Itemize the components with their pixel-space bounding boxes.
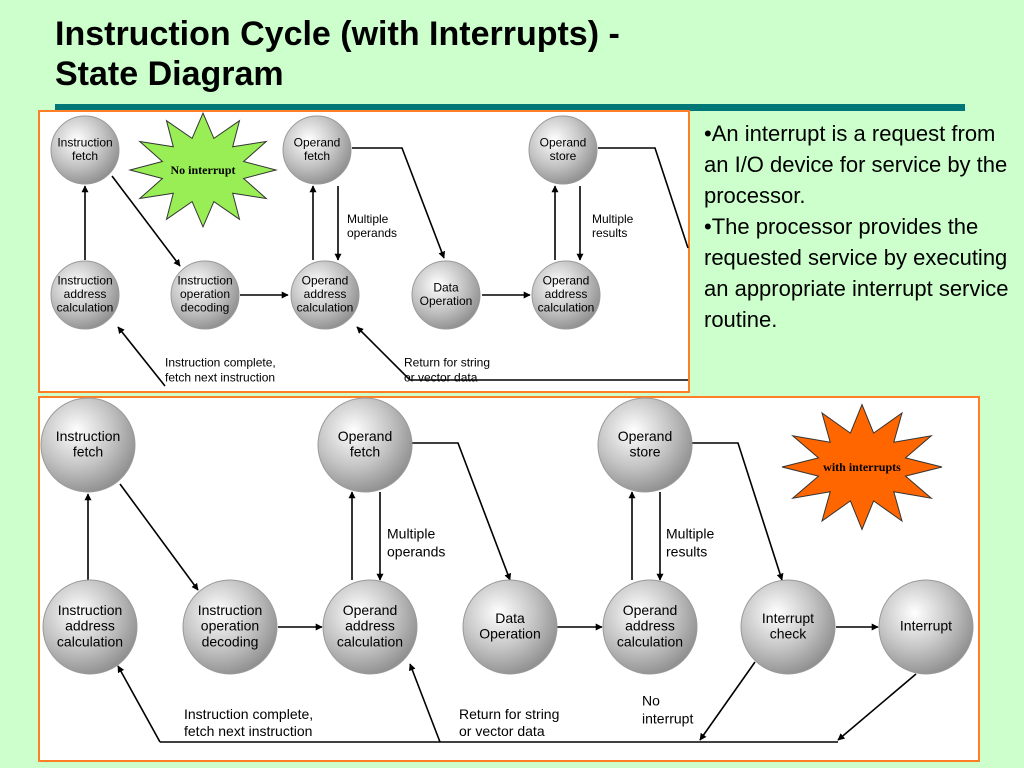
top-node-instruction-operation-decoding-circle (170, 260, 240, 330)
top-node-operand-address-calculation-1-circle (290, 260, 360, 330)
no-interrupt-burst-label: No interrupt (171, 163, 236, 177)
with-interrupts-burst-shape (781, 403, 943, 531)
bottom-node-instruction-operation-decoding-circle (182, 579, 278, 675)
no-interrupt-burst: No interrupt (128, 111, 278, 229)
with-interrupts-burst: with interrupts (781, 403, 943, 531)
top-edge-operand-store-exit (598, 147, 689, 249)
bottom-node-operand-store-circle (597, 397, 693, 493)
title-line-2: State Diagram (55, 55, 284, 93)
top-node-data-operation-circle (411, 260, 481, 330)
top-edge-operand-fetch-to-data-operation (352, 147, 446, 259)
with-interrupts-burst-label: with interrupts (823, 460, 901, 474)
bottom-label-instruction-complete: Instruction complete,fetch next instruct… (184, 706, 313, 739)
interrupt-explanation: •An interrupt is a request from an I/O d… (704, 118, 1020, 335)
bottom-node-operand-address-calculation-2-circle (602, 579, 698, 675)
top-node-operand-store-circle (528, 115, 598, 185)
bottom-node-operand-fetch-circle (317, 397, 413, 493)
top-edge-return-to-operand-address (356, 326, 411, 381)
top-node-operand-fetch-circle (282, 115, 352, 185)
bottom-edge-fetch-to-decoding (119, 483, 199, 591)
bottom-edge-operand-fetch-to-data-operation (412, 442, 512, 581)
page-title: Instruction Cycle (with Interrupts) - St… (55, 14, 620, 94)
bottom-node-instruction-address-calculation-circle (42, 579, 138, 675)
bottom-node-instruction-fetch-circle (40, 397, 136, 493)
top-edge-fetch-to-decoding (111, 175, 181, 267)
bottom-edge-interrupt-return (837, 673, 917, 741)
top-edge-return-to-instruction-address (117, 326, 166, 387)
no-interrupt-burst-shape (128, 111, 278, 229)
bullet-interrupt-service: •The processor provides the requested se… (704, 214, 1009, 332)
top-node-operand-address-calculation-2-circle (531, 260, 601, 330)
bottom-node-data-operation-circle (462, 579, 558, 675)
bottom-node-interrupt-check-circle (740, 579, 836, 675)
bullet-interrupt-definition: •An interrupt is a request from an I/O d… (704, 121, 1008, 208)
top-node-instruction-fetch-circle (50, 115, 120, 185)
bottom-node-interrupt-circle (878, 579, 974, 675)
bottom-node-interrupt: Interrupt (878, 579, 974, 675)
bottom-node-interrupt-label: Interrupt (900, 618, 952, 634)
bottom-edge-operand-store-to-interrupt-check (692, 442, 784, 581)
title-underline (55, 104, 965, 111)
top-label-instruction-complete: Instruction complete,fetch next instruct… (165, 356, 276, 385)
bottom-edge-return-to-operand-address (408, 663, 441, 743)
bottom-edge-return-to-instruction-address (117, 665, 161, 743)
bottom-node-operand-address-calculation-1-circle (322, 579, 418, 675)
top-node-instruction-address-calculation-circle (50, 260, 120, 330)
title-line-1: Instruction Cycle (with Interrupts) - (55, 15, 620, 53)
bottom-edge-no-interrupt (699, 661, 756, 741)
